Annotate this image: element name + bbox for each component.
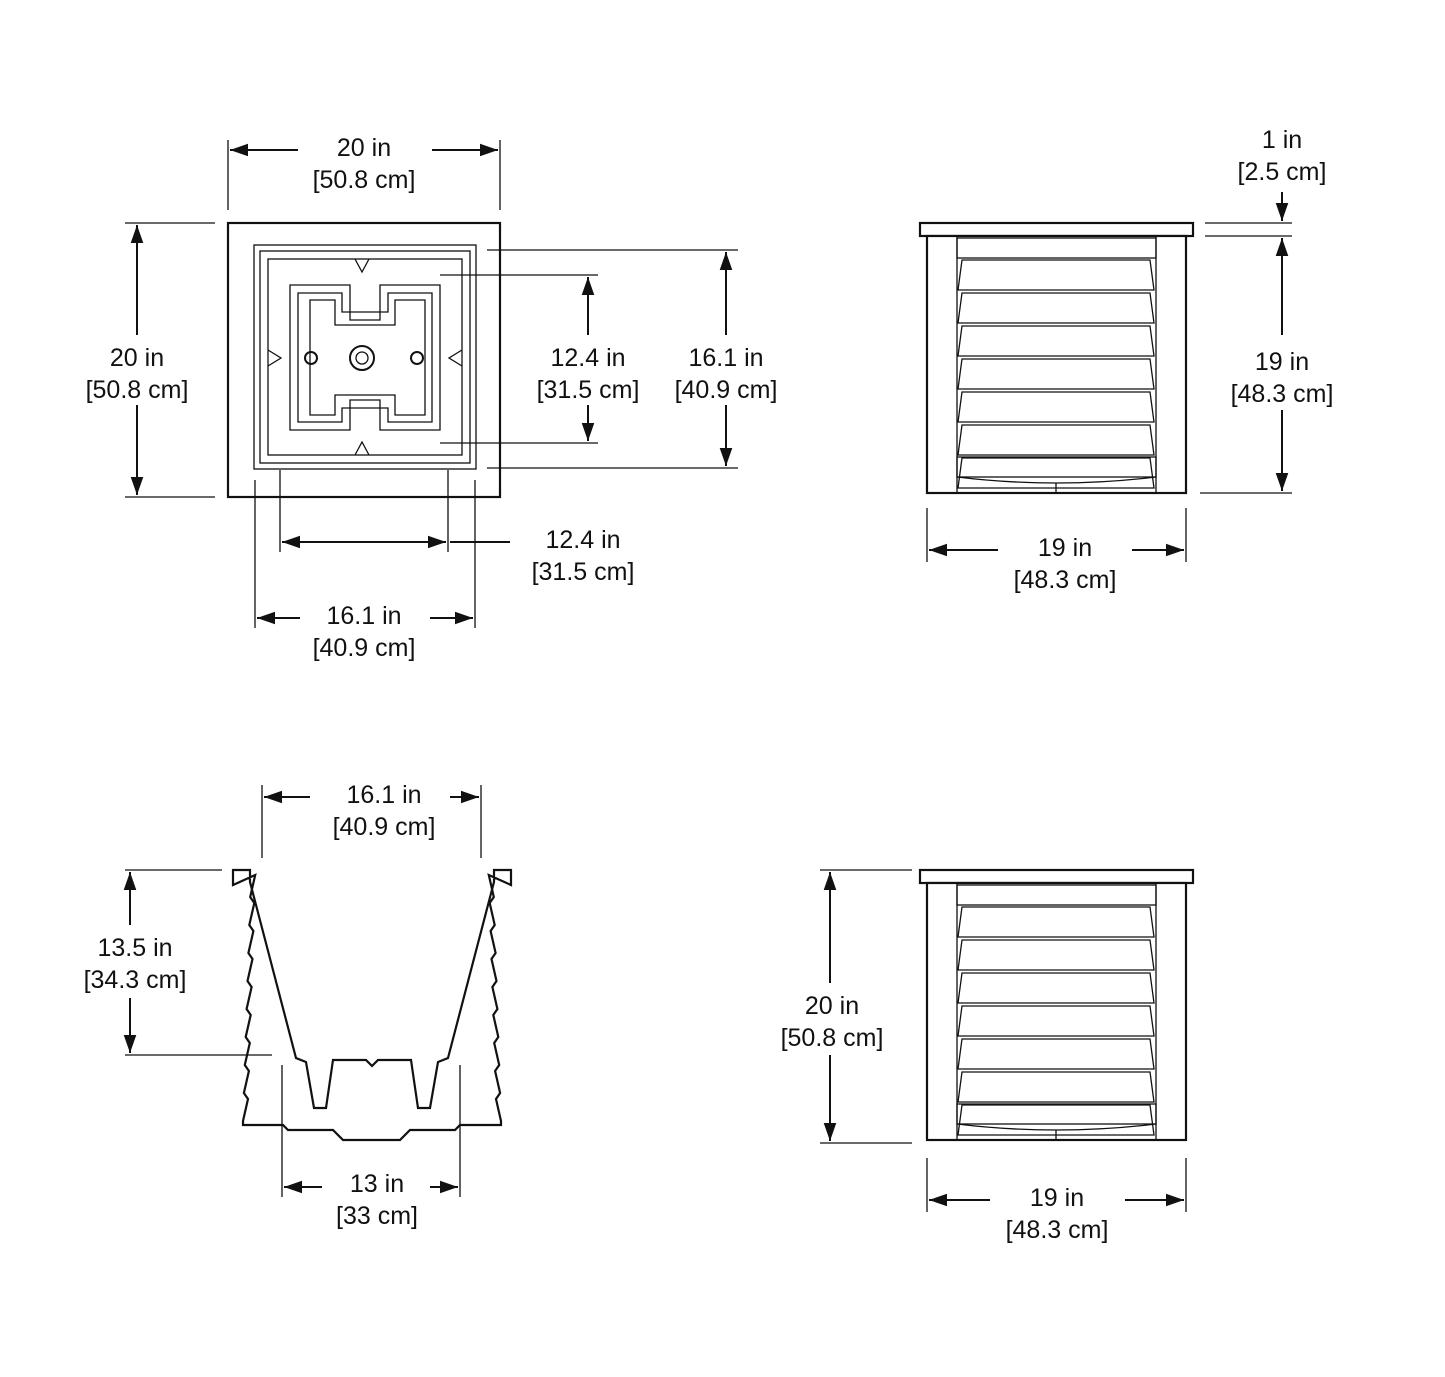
top-depth-cm: [50.8 cm] — [86, 376, 189, 404]
louver-slat — [957, 906, 1155, 938]
liner-depth-in: 13.5 in — [97, 934, 172, 962]
louver-slat — [957, 1038, 1155, 1070]
top-width-cm: [50.8 cm] — [313, 166, 416, 194]
top-view: 20 in [50.8 cm] 20 in [50.8 cm] 12.4 in … — [86, 134, 778, 662]
top-depth-in: 20 in — [110, 344, 164, 372]
liner-top-width-cm: [40.9 cm] — [333, 813, 436, 841]
liner-bottom-width-in: 13 in — [350, 1170, 404, 1198]
side-width-in: 19 in — [1038, 534, 1092, 562]
bottom-rail — [956, 456, 1157, 478]
planter-cap — [918, 868, 1195, 885]
liner-bottom-width-cm: [33 cm] — [336, 1202, 418, 1230]
bottom-rail — [956, 1103, 1157, 1125]
planter-elevation — [918, 221, 1195, 495]
louver-slat — [957, 358, 1155, 390]
inner-depth-in: 12.4 in — [550, 344, 625, 372]
side-view: 1 in [2.5 cm] 19 in [48.3 cm] 19 in [48.… — [918, 126, 1334, 594]
louver-slat — [957, 939, 1155, 971]
front-view: 20 in [50.8 cm] 19 in [48.3 cm] — [781, 868, 1195, 1244]
drain-plug-left — [304, 351, 318, 365]
louver-slat — [957, 391, 1155, 423]
drain-plug-right — [410, 351, 424, 365]
top-rail — [956, 237, 1157, 259]
planter-outline-top — [226, 221, 502, 499]
louver-slat — [957, 972, 1155, 1004]
top-width-in: 20 in — [337, 134, 391, 162]
cap-thickness-cm: [2.5 cm] — [1238, 158, 1327, 186]
liner-rim — [253, 244, 477, 470]
louver-slat — [957, 424, 1155, 456]
liner-depth-cm: [34.3 cm] — [84, 966, 187, 994]
overall-height-in: 20 in — [805, 992, 859, 1020]
louver-slat — [957, 1071, 1155, 1103]
inner-width-cm: [31.5 cm] — [532, 558, 635, 586]
louver-slat — [957, 1104, 1155, 1136]
liner-floor — [289, 284, 441, 431]
apron-curve — [956, 1123, 1157, 1131]
planter-body — [925, 881, 1188, 1142]
liner-section-view: 16.1 in [40.9 cm] 13.5 in [34.3 cm] 13 i… — [84, 781, 513, 1230]
louver-slat — [957, 325, 1155, 357]
louver-slat — [957, 457, 1155, 489]
apron-curve — [956, 476, 1157, 484]
liner-profile — [231, 868, 513, 1142]
louver-slat — [957, 259, 1155, 291]
body-height-cm: [48.3 cm] — [1231, 380, 1334, 408]
cap-thickness-in: 1 in — [1262, 126, 1302, 154]
drain-hole — [349, 345, 375, 371]
planter-elevation-front — [918, 868, 1195, 1142]
body-height-in: 19 in — [1255, 348, 1309, 376]
front-width-in: 19 in — [1030, 1184, 1084, 1212]
outer-liner-depth-in: 16.1 in — [688, 344, 763, 372]
outer-liner-width-cm: [40.9 cm] — [313, 634, 416, 662]
inner-width-in: 12.4 in — [545, 526, 620, 554]
planter-body — [925, 234, 1188, 495]
planter-cap — [918, 221, 1195, 238]
louver-slat — [957, 1005, 1155, 1037]
outer-liner-width-in: 16.1 in — [326, 602, 401, 630]
front-width-cm: [48.3 cm] — [1006, 1216, 1109, 1244]
overall-height-cm: [50.8 cm] — [781, 1024, 884, 1052]
louver-slat — [957, 292, 1155, 324]
side-width-cm: [48.3 cm] — [1014, 566, 1117, 594]
outer-liner-depth-cm: [40.9 cm] — [675, 376, 778, 404]
liner-top-width-in: 16.1 in — [346, 781, 421, 809]
inner-depth-cm: [31.5 cm] — [537, 376, 640, 404]
top-rail — [956, 884, 1157, 906]
